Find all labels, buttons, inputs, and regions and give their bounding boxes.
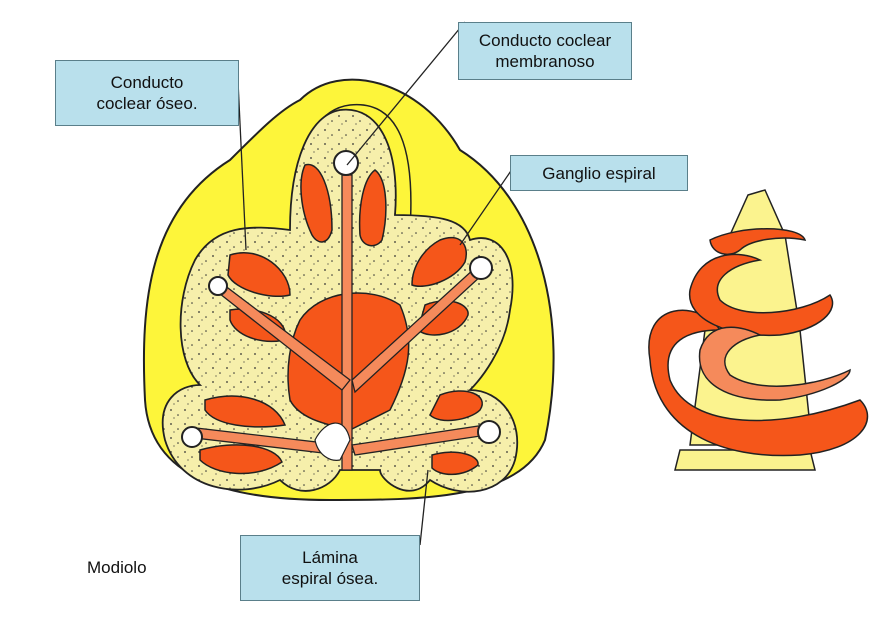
- label-modiolo: Modiolo: [87, 558, 147, 578]
- cochlea-spiral-3d: [649, 190, 868, 470]
- label-conducto-coclear-membranoso: Conducto coclear membranoso: [458, 22, 632, 80]
- label-ganglio-espiral: Ganglio espiral: [510, 155, 688, 191]
- label-conducto-coclear-oseo: Conducto coclear óseo.: [55, 60, 239, 126]
- label-lamina-espiral-osea: Lámina espiral ósea.: [240, 535, 420, 601]
